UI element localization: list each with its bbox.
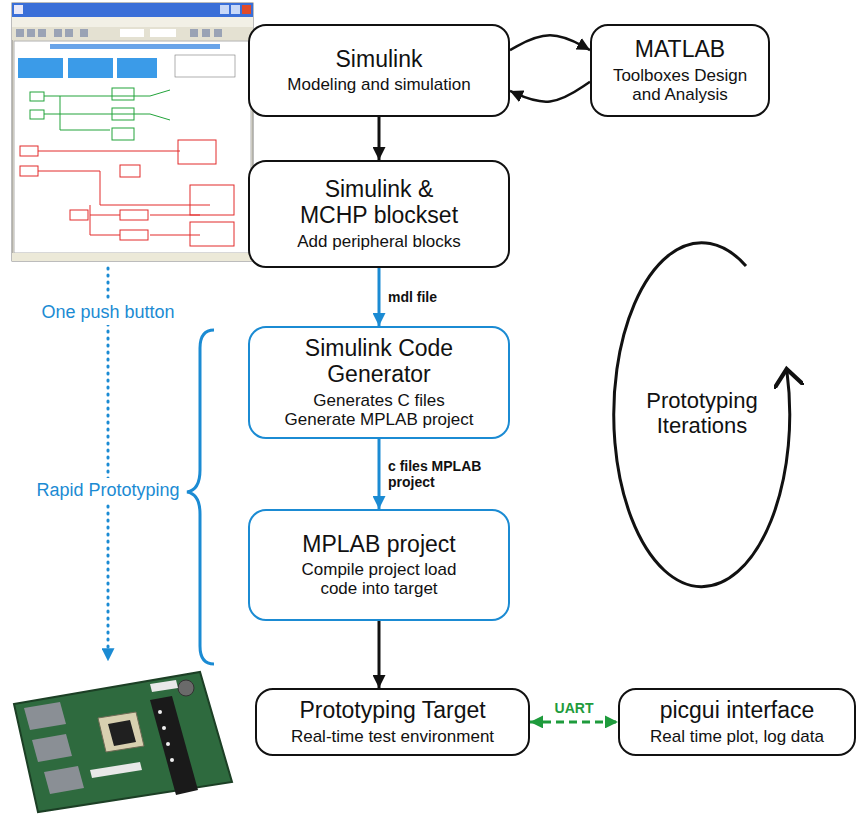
- simulink-screenshot-part-part: [65, 29, 73, 37]
- simulink-screenshot-part: [12, 27, 253, 40]
- process-box: picgui interfaceReal time plot, log data: [618, 688, 856, 756]
- simulink-screenshot-part: [12, 3, 253, 261]
- simulink-screenshot-part-part: [54, 29, 62, 37]
- development-board-part-part: [162, 726, 166, 730]
- simulink-screenshot-part: [12, 253, 253, 261]
- simulink-screenshot-part-part: [30, 92, 44, 101]
- simulink-screenshot-part: [12, 17, 253, 27]
- simulink-screenshot-part: [16, 29, 222, 37]
- box-title: Prototyping Target: [299, 698, 485, 724]
- process-box: Simulink & MCHP blocksetAdd peripheral b…: [248, 160, 510, 268]
- simulink-screenshot-part-part: [190, 29, 198, 37]
- process-box: Prototyping TargetReal-time test environ…: [255, 688, 530, 756]
- development-board-part-part: [158, 710, 162, 714]
- annotation-label: Rapid Prototyping: [36, 478, 179, 503]
- push-button-arrow: [107, 268, 110, 660]
- simulink-screenshot-part-part: [44, 90, 170, 130]
- development-board-part: [14, 672, 232, 812]
- simulink-screenshot-part: [220, 5, 229, 14]
- box-title: Simulink & MCHP blockset: [299, 177, 459, 229]
- simulink-screenshot-part: [20, 140, 234, 246]
- simulink-screenshot-part-part: [80, 29, 88, 37]
- simulink-screenshot-part-part: [20, 146, 38, 156]
- development-board-part: [44, 766, 84, 794]
- development-board-part: [32, 734, 72, 762]
- simulink-screenshot-part-part: [120, 210, 148, 220]
- process-box: SimulinkModeling and simulation: [248, 24, 510, 117]
- flow-arrow: [510, 35, 590, 50]
- simulink-screenshot-part-part: [214, 29, 222, 37]
- simulink-screenshot-part-part: [120, 165, 140, 177]
- flow-arrow: [378, 439, 381, 509]
- simulink-screenshot-part: [14, 41, 251, 253]
- box-title: picgui interface: [660, 698, 815, 724]
- simulink-screenshot-part-part: [30, 110, 44, 119]
- annotation-label: One push button: [41, 300, 174, 325]
- box-title: MPLAB project: [302, 532, 455, 558]
- development-board-part: [150, 680, 178, 692]
- simulink-screenshot-part-part: [120, 29, 144, 37]
- simulink-screenshot-part: [175, 55, 235, 77]
- development-board-part: [98, 712, 144, 752]
- simulink-screenshot-part: [68, 58, 113, 78]
- box-description: Compile project load code into target: [292, 560, 467, 598]
- simulink-screenshot-part-part: [38, 29, 46, 37]
- development-board-part: [108, 720, 136, 746]
- simulink-screenshot-part-part: [190, 222, 234, 246]
- simulink-screenshot-part-part: [202, 29, 210, 37]
- simulink-screenshot-part-part: [70, 210, 88, 220]
- flow-arrow: [510, 82, 590, 102]
- simulink-screenshot-part-part: [178, 140, 216, 164]
- flow-arrow: [378, 268, 381, 326]
- serial-link-arrow: [530, 720, 618, 723]
- simulink-screenshot-part-part: [16, 29, 24, 37]
- simulink-screenshot-part: [14, 5, 23, 14]
- box-description: Toolboxes Design and Analysis: [605, 66, 755, 104]
- box-description: Generates C files Generate MPLAB project: [279, 391, 479, 429]
- box-title: Simulink Code Generator: [299, 336, 459, 388]
- connector-label: UART: [555, 700, 594, 716]
- box-description: Real time plot, log data: [650, 727, 824, 746]
- iteration-loop-arrow: [614, 243, 790, 587]
- development-board-part-part: [170, 758, 174, 762]
- simulink-screenshot-part: [12, 3, 253, 17]
- simulink-screenshot-part-part: [150, 29, 176, 37]
- development-board-part-part: [166, 742, 170, 746]
- simulink-screenshot-part: [231, 5, 240, 14]
- connector-label: c files MPLAB project: [388, 458, 518, 490]
- rapid-prototyping-bracket: [187, 330, 214, 664]
- simulink-screenshot-part-part: [190, 185, 234, 215]
- process-box: MPLAB projectCompile project load code i…: [248, 509, 510, 621]
- development-board: [14, 672, 232, 812]
- process-box: Simulink Code GeneratorGenerates C files…: [248, 326, 510, 439]
- simulink-screenshot-part: [50, 44, 220, 49]
- simulink-screenshot-part-part: [27, 29, 35, 37]
- box-description: Real-time test environment: [291, 727, 494, 746]
- box-title: MATLAB: [635, 37, 725, 63]
- development-board-part: [158, 710, 174, 762]
- development-board-part: [90, 762, 142, 778]
- simulink-screenshot-part: [18, 58, 63, 78]
- simulink-screenshot: [12, 3, 253, 261]
- simulink-screenshot-part-part: [112, 128, 134, 140]
- process-box: MATLAB Toolboxes Design and Analysis: [590, 24, 770, 117]
- simulink-screenshot-part-part: [112, 108, 134, 120]
- development-board-part: [150, 696, 198, 795]
- development-board-part: [178, 680, 194, 696]
- connector-label: mdl file: [388, 289, 437, 305]
- loop-label: Prototyping Iterations: [632, 386, 772, 441]
- box-description: Add peripheral blocks: [297, 232, 460, 251]
- box-description: Modeling and simulation: [287, 75, 470, 94]
- simulink-screenshot-part: [242, 5, 251, 14]
- flow-arrow: [378, 621, 381, 688]
- development-board-part: [24, 702, 66, 730]
- flow-arrow: [378, 117, 381, 160]
- simulink-screenshot-part-part: [112, 88, 134, 100]
- simulink-screenshot-part-part: [20, 166, 38, 176]
- simulink-screenshot-part-part: [120, 230, 148, 240]
- simulink-screenshot-part: [117, 58, 157, 78]
- box-title: Simulink: [336, 47, 423, 73]
- simulink-screenshot-part: [30, 88, 170, 140]
